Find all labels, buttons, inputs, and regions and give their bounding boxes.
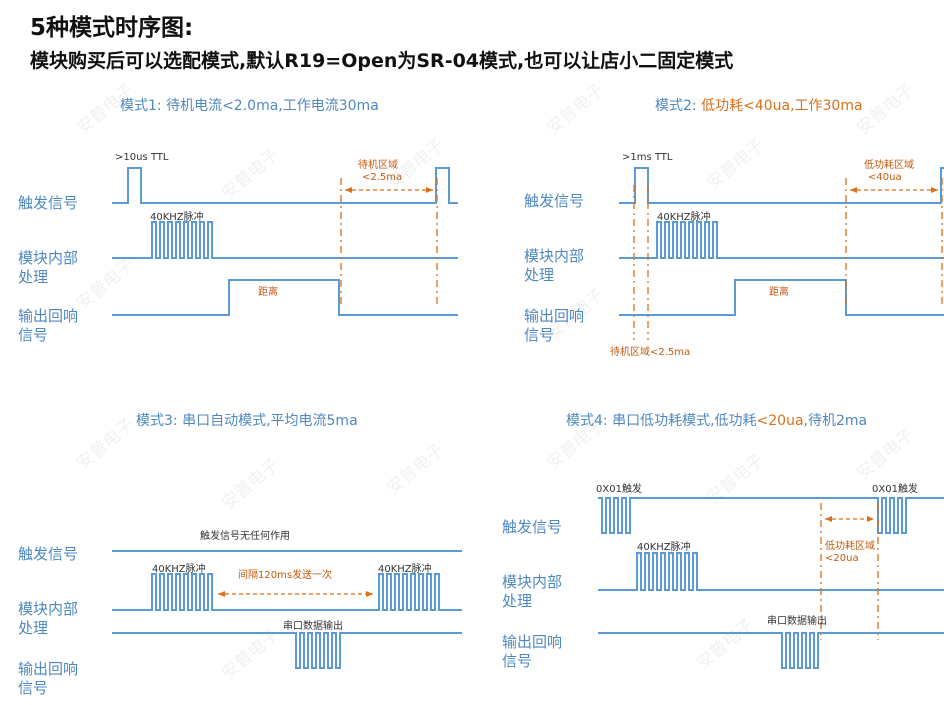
mode4-signal-echo-line2: 信号 [502,652,533,670]
mode2-pulse-note: 40KHZ脉冲 [657,212,711,223]
mode2-signal-echo-line1: 输出回响 [524,307,585,325]
arrow-right-icon [867,516,874,522]
mode1-signal-internal-line1: 模块内部 [18,249,79,267]
mode1-trigger-note: >10us TTL [115,152,169,163]
mode3-signal-internal-line2: 处理 [18,619,49,637]
mode1-signal-trigger: 触发信号 [18,194,79,212]
mode4-title-rest: ,待机2ma [803,413,868,429]
mode4-serial-note: 串口数据输出 [767,616,827,627]
mode4-lowpower-note-line2: <20ua [825,553,859,564]
mode1-title-prefix: 模式1: [120,98,167,114]
mode4-title-prefix: 模式4: 串口低功耗模式,低功耗 [566,413,757,429]
arrow-right-icon [931,187,938,193]
mode4-signal-echo: 输出回响 信号 [502,633,562,671]
mode4-lowpower-note: 低功耗区域 <20ua [825,541,875,565]
mode2-trigger-note: >1ms TTL [622,152,673,163]
mode1-signal-internal-line2: 处理 [18,268,49,286]
mode3-internal-wave [112,573,462,611]
mode1-standby-markers [340,178,438,305]
arrow-left-icon [825,516,832,522]
mode1-internal-wave [112,221,458,259]
mode4-trigger-wave [598,497,944,534]
mode2-signal-internal-line1: 模块内部 [524,247,585,265]
mode3-pulse-note-left: 40KHZ脉冲 [152,564,206,575]
mode4-trigger-note-left: 0X01触发 [596,484,642,495]
mode3-signal-echo: 输出回响 信号 [18,660,78,698]
arrow-right-icon [426,187,433,193]
arrow-left-icon [850,187,857,193]
arrow-left-icon [345,187,352,193]
mode3-interval-note: 间隔120ms发送一次 [238,570,333,581]
mode3-signal-trigger: 触发信号 [18,545,79,563]
mode2-markers [633,178,943,340]
mode3-signal-internal-line1: 模块内部 [18,600,79,618]
mode4-signal-internal-line2: 处理 [502,592,533,610]
mode1-standby-note: 待机区域 <2.5ma [358,160,402,184]
mode1-distance-note: 距离 [258,287,278,298]
mode2-signal-trigger: 触发信号 [524,192,585,210]
mode2-echo-wave [619,279,944,316]
mode1-standby-note-line1: 待机区域 [358,160,398,171]
mode1-title-rest: 待机电流<2.0ma,工作电流30ma [166,98,379,114]
mode2-lowpower-note-line2: <40ua [868,172,902,183]
mode3-signal-echo-line2: 信号 [18,679,49,697]
mode4-signal-trigger: 触发信号 [502,518,563,536]
mode4-title-highlight: <20ua [756,413,804,429]
page-subtitle: 模块购买后可以选配模式,默认R19=Open为SR-04模式,也可以让店小二固定… [30,50,734,72]
mode3-waveforms [112,550,462,669]
mode2-lowpower-note-line1: 低功耗区域 [864,160,914,171]
mode2-signal-echo-line2: 信号 [524,326,555,344]
mode3-echo-wave [112,632,462,669]
mode4-lowpower-markers [820,503,879,640]
arrow-left-icon [218,591,225,597]
arrow-right-icon [366,591,373,597]
mode4-title: 模式4: 串口低功耗模式,低功耗<20ua,待机2ma [566,410,867,430]
mode4-signal-echo-line1: 输出回响 [502,633,563,651]
page-title: 5种模式时序图: [30,15,194,41]
mode1-signal-echo: 输出回响 信号 [18,307,78,345]
mode2-title-prefix: 模式2: [655,98,702,114]
mode1-signal-echo-line2: 信号 [18,326,49,344]
mode3-signal-echo-line1: 输出回响 [18,660,79,678]
mode1-trigger-wave [112,167,458,204]
mode2-signal-internal-line2: 处理 [524,266,555,284]
mode4-internal-wave [598,552,944,591]
mode2-title: 模式2: 低功耗<40ua,工作30ma [655,95,863,115]
mode4-signal-internal-line1: 模块内部 [502,573,563,591]
mode2-lowpower-note: 低功耗区域 <40ua [864,160,914,184]
mode3-serial-note: 串口数据输出 [283,621,343,632]
mode2-signal-echo: 输出回响 信号 [524,307,584,345]
mode4-waveforms [598,497,944,669]
mode1-echo-wave [112,279,458,316]
mode2-standby-note: 待机区域<2.5ma [610,347,691,358]
mode2-signal-internal: 模块内部 处理 [524,247,584,285]
mode3-pulse-note-right: 40KHZ脉冲 [378,564,432,575]
mode1-pulse-note: 40KHZ脉冲 [150,212,204,223]
mode3-interval-marker [218,591,373,597]
mode1-signal-echo-line1: 输出回响 [18,307,79,325]
mode1-signal-internal: 模块内部 处理 [18,249,78,287]
mode3-title: 模式3: 串口自动模式,平均电流5ma [136,413,358,429]
mode4-echo-wave [598,632,944,669]
mode2-title-rest: 低功耗<40ua,工作30ma [701,98,863,114]
mode2-internal-wave [619,221,944,259]
mode4-trigger-note-right: 0X01触发 [872,484,918,495]
mode1-standby-note-line2: <2.5ma [362,172,403,183]
mode4-pulse-note: 40KHZ脉冲 [637,542,691,553]
mode4-signal-internal: 模块内部 处理 [502,573,562,611]
mode3-no-effect-note: 触发信号无任何作用 [200,531,290,542]
mode1-title: 模式1: 待机电流<2.0ma,工作电流30ma [120,95,379,115]
mode2-distance-note: 距离 [769,287,789,298]
mode3-signal-internal: 模块内部 处理 [18,600,78,638]
mode1-waveforms [112,167,458,316]
mode4-lowpower-note-line1: 低功耗区域 [825,541,875,552]
